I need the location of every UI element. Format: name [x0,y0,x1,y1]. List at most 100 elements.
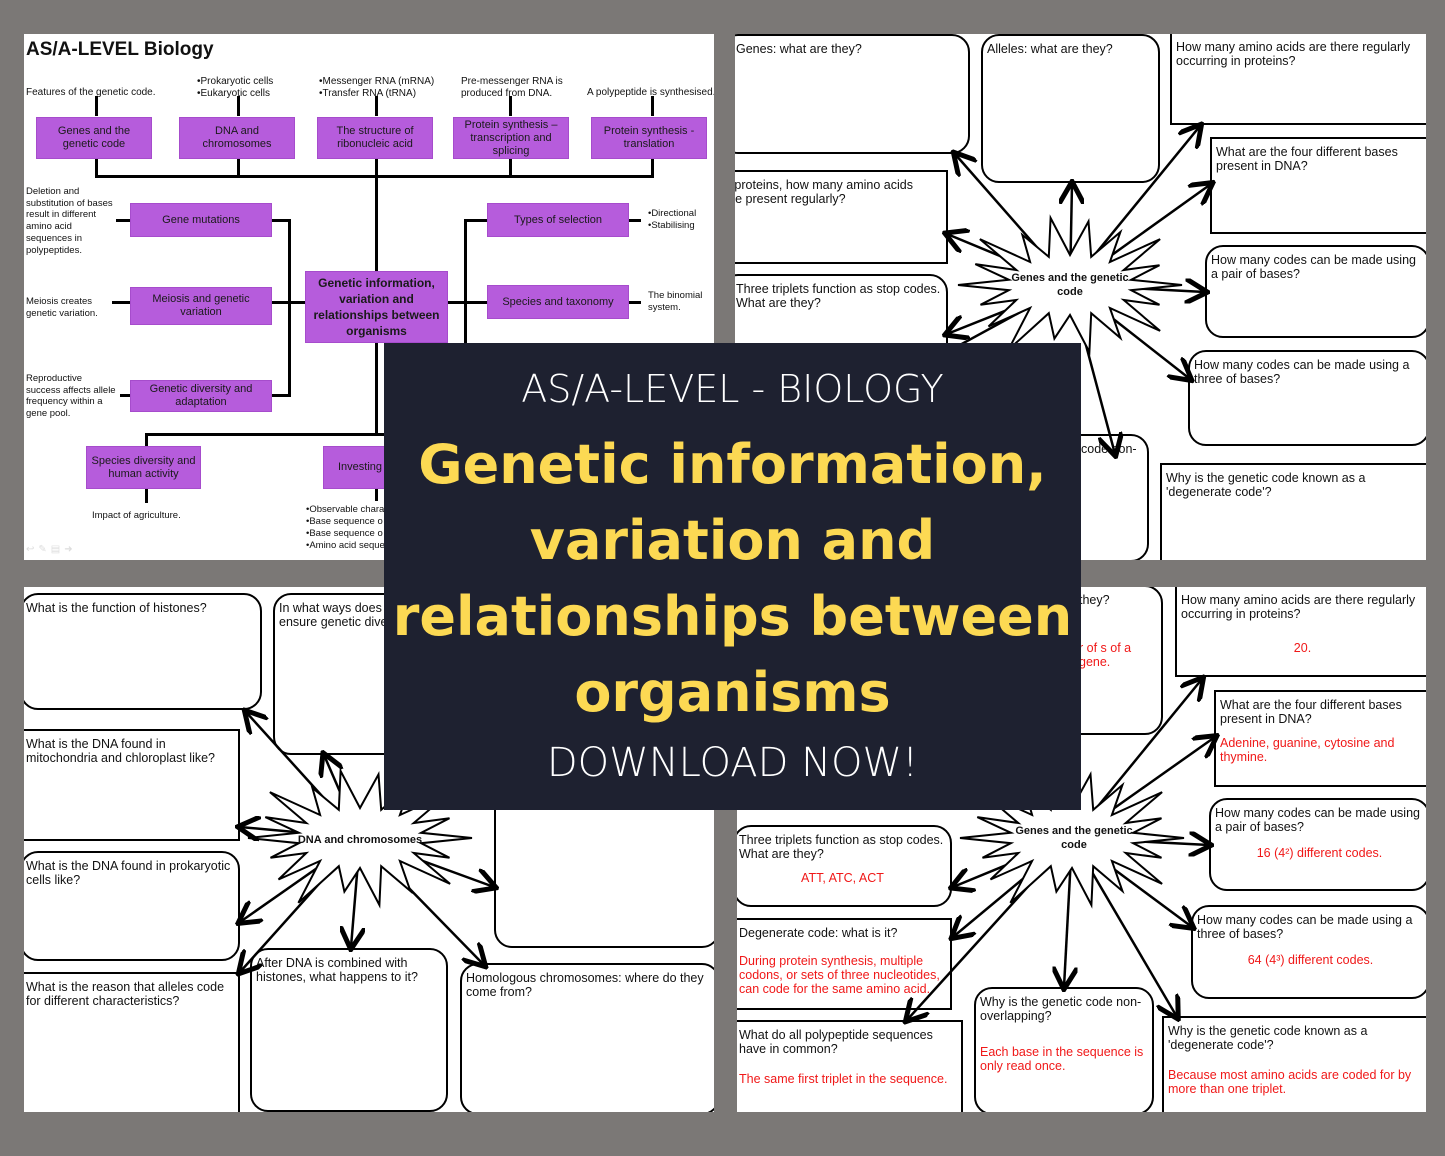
answer-text: ATT, ATC, ACT [801,871,884,885]
question-box[interactable]: What is the reason that alleles code for… [24,972,240,1112]
promo-banner: AS/A-LEVEL - BIOLOGY Genetic information… [384,343,1081,810]
question-box[interactable]: n proteins, how many amino acids are pre… [735,170,948,264]
question-text: Degenerate code: what is it? [739,926,898,940]
question-text: code non- [1081,442,1137,456]
question-text: What is the reason that alleles code for… [26,980,225,1008]
answer-text: Because most amino acids are coded for b… [1168,1068,1412,1096]
topic-transcription: Protein synthesis – transcription and sp… [453,117,569,159]
central-topic-label: Genes and the genetic code [1011,272,1129,298]
question-box[interactable]: How many codes can be made using a pair … [1205,245,1426,338]
question-text: How many amino acids are there regularly… [1181,593,1416,621]
answer-text: Each base in the sequence is only read o… [980,1045,1144,1073]
note: The binomial system. [648,290,703,313]
arrow [1064,837,1072,987]
question-box[interactable]: What is the DNA found in prokaryotic cel… [24,851,240,961]
answer-box[interactable]: How many codes can be made using a three… [1191,905,1426,999]
question-text: Alleles: what are they? [987,42,1113,56]
question-text: What do all polypeptide sequences have i… [739,1028,933,1056]
question-text: How many amino acids are there regularly… [1176,40,1411,68]
question-text: How many codes can be made using a pair … [1211,253,1416,281]
answer-box[interactable]: How many codes can be made using a pair … [1209,798,1426,891]
answer-box[interactable]: What are the four different bases presen… [1214,690,1426,787]
answer-box-empty[interactable] [494,787,714,948]
note: A polypeptide is synthesised. [587,87,714,98]
slide-controls-icon[interactable]: ↩✎▤➜ [26,544,77,555]
topic-translation: Protein synthesis - translation [591,117,707,159]
question-text: they? [1079,593,1110,607]
question-box[interactable]: What is the function of histones? [24,593,262,710]
arrow [1071,737,1215,840]
answer-text: Adenine, guanine, cytosine and thymine. [1220,736,1395,764]
answer-text: During protein synthesis, multiple codon… [739,954,940,996]
note: Meiosis creates genetic variation. [26,296,98,319]
note: Reproductive success affects allele freq… [26,373,116,420]
arrow [351,837,360,947]
note: Deletion and substitution of bases resul… [26,186,113,256]
question-box[interactable]: Why is the genetic code known as a 'dege… [1160,463,1426,560]
answer-box[interactable]: Why is the genetic code non-overlapping?… [974,987,1154,1112]
arrow [240,836,361,922]
arrow [1070,184,1072,286]
answer-box[interactable]: Three triplets function as stop codes. W… [737,825,952,907]
question-text: Genes: what are they? [736,42,862,56]
note: •Prokaryotic cells [197,76,274,87]
answer-text: 20. [1293,641,1312,655]
answer-box[interactable]: Degenerate code: what is it? During prote… [737,918,952,1010]
question-text: After DNA is combined with histones, wha… [256,956,418,984]
question-text: Why is the genetic code non-overlapping? [980,995,1142,1023]
topic-species-diversity: Species diversity and human activity [86,446,201,489]
note: •Base sequence o [306,528,383,539]
dna-worksheet: What is the function of histones? In wha… [24,587,714,1112]
question-text: Homologous chromosomes: where do they co… [466,971,704,999]
overview-map-panel: AS/A-LEVEL Biology Features of the genet… [24,34,714,560]
center-topic: Genetic information, variation and relat… [305,271,448,343]
note: •Transfer RNA (tRNA) [319,88,417,99]
question-text: How many codes can be made using a three… [1197,913,1413,941]
overview-title: AS/A-LEVEL Biology [26,39,214,60]
question-box[interactable]: How many amino acids are there regularly… [1170,34,1426,125]
topic-meiosis: Meiosis and genetic variation [130,287,272,325]
arrow [359,837,484,965]
answer-box[interactable]: Why is the genetic code known as a 'dege… [1162,1016,1426,1112]
note: •Directional [648,208,697,219]
question-box[interactable]: Homologous chromosomes: where do they co… [460,963,714,1112]
question-box[interactable]: Alleles: what are they? [981,34,1160,183]
central-topic-label: Genes and the genetic code [1015,825,1133,851]
note: Features of the genetic code. [26,87,156,98]
note: Pre-messenger RNA is [461,76,563,87]
topic-species-taxonomy: Species and taxonomy [487,285,629,319]
genes-worksheet-answers: they? r of s of a gene. How many amino ac… [737,587,1426,1112]
question-text: What is the DNA found in prokaryotic cel… [26,859,231,887]
topic-rna-structure: The structure of ribonucleic acid [317,117,433,159]
answer-box[interactable]: How many amino acids are there regularly… [1175,587,1426,677]
question-box[interactable]: How many codes can be made using a three… [1188,350,1426,446]
question-box[interactable]: Genes: what are they? [735,34,970,154]
question-text: In what ways does i ensure genetic dive [279,601,389,629]
answer-text: 16 (4²) different codes. [1256,846,1383,860]
question-text: Three triplets function as stop codes. W… [739,833,944,861]
question-text: How many codes can be made using a pair … [1215,806,1420,834]
answer-text: r of s of a gene. [1079,641,1132,669]
genes-worksheet-blank: Genes: what are they? Alleles: what are … [735,34,1426,560]
question-box[interactable]: After DNA is combined with histones, wha… [250,948,448,1112]
question-text: What is the function of histones? [26,601,207,615]
arrow [1069,184,1211,287]
question-text: What are the four different bases presen… [1220,698,1402,726]
note: •Observable chara [306,504,385,515]
question-box[interactable]: What are the four different bases presen… [1210,137,1426,234]
answer-text: 64 (4³) different codes. [1247,953,1374,967]
question-text: Three triplets function as stop codes. W… [736,282,941,310]
answer-box[interactable]: What do all polypeptide sequences have i… [737,1020,963,1112]
question-text: n proteins, how many amino acids are pre… [735,178,913,206]
note: •Eukaryotic cells [197,88,270,99]
question-box[interactable]: What is the DNA found in mitochondria an… [24,729,240,841]
note: •Base sequence o [306,516,383,527]
question-text: Why is the genetic code known as a 'dege… [1168,1024,1368,1052]
arrow [1069,284,1190,379]
download-cta[interactable]: DOWNLOAD NOW! [546,740,919,786]
question-text: How many codes can be made using a three… [1194,358,1410,386]
topic-genetic-diversity: Genetic diversity and adaptation [130,380,272,412]
arrow [953,837,1073,937]
topic-dna-chromosomes: DNA and chromosomes [179,117,295,159]
topic-types-of-selection: Types of selection [487,203,629,237]
